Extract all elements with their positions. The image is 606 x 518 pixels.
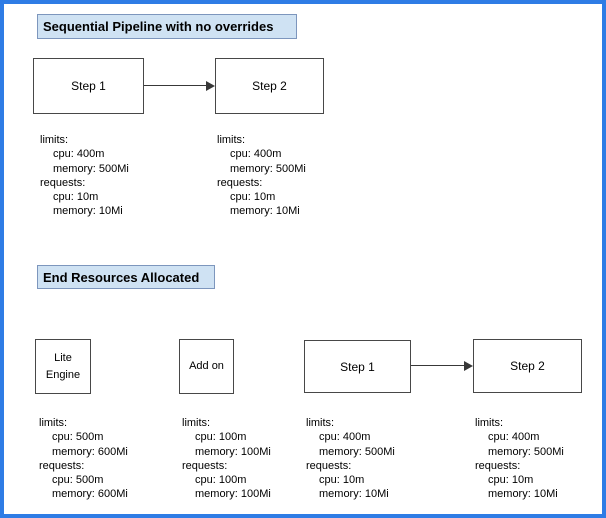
resource-line: requests: (217, 176, 263, 189)
resource-block-add-on: limits: cpu: 100m memory: 100Mi requests… (182, 416, 271, 502)
node-label: Step 1 (340, 359, 375, 374)
node-label: Step 2 (252, 79, 287, 93)
resource-block-step2-top: limits: cpu: 400m memory: 500Mi requests… (217, 133, 306, 219)
resource-block-lite-engine: limits: cpu: 500m memory: 600Mi requests… (39, 416, 128, 502)
resource-block-step2-bottom: limits: cpu: 400m memory: 500Mi requests… (475, 416, 564, 502)
resource-line: requests: (182, 459, 228, 472)
node-step2-top: Step 2 (215, 58, 324, 114)
resource-line: requests: (39, 459, 85, 472)
node-lite-engine: Lite Engine (35, 339, 91, 394)
resource-line: memory: 100Mi (195, 445, 271, 458)
resource-line: memory: 500Mi (319, 445, 395, 458)
section-title-end-resources: End Resources Allocated (37, 265, 215, 289)
resource-line: requests: (475, 459, 521, 472)
connector-step1-step2-top (144, 85, 206, 86)
resource-block-step1-bottom: limits: cpu: 400m memory: 500Mi requests… (306, 416, 395, 502)
resource-line: requests: (40, 176, 86, 189)
resource-line: cpu: 400m (488, 431, 540, 444)
section-title-sequential-pipeline: Sequential Pipeline with no overrides (37, 14, 297, 39)
resource-block-step1-top: limits: cpu: 400m memory: 500Mi requests… (40, 133, 129, 219)
resource-line: cpu: 10m (488, 474, 534, 487)
resource-line: cpu: 100m (195, 474, 247, 487)
node-label: Step 1 (71, 79, 106, 93)
resource-line: cpu: 100m (195, 431, 247, 444)
node-step1-top: Step 1 (33, 58, 144, 114)
resource-line: limits: (306, 417, 335, 429)
resource-line: limits: (40, 134, 69, 146)
resource-line: memory: 10Mi (488, 488, 558, 501)
node-add-on: Add on (179, 339, 234, 394)
resource-line: requests: (306, 459, 352, 472)
node-label: Add on (189, 360, 224, 373)
resource-line: cpu: 10m (319, 474, 365, 487)
resource-line: memory: 600Mi (52, 445, 128, 458)
resource-line: cpu: 10m (53, 191, 99, 204)
resource-line: memory: 100Mi (195, 488, 271, 501)
resource-line: memory: 600Mi (52, 488, 128, 501)
resource-line: cpu: 500m (52, 431, 104, 444)
resource-line: memory: 500Mi (230, 162, 306, 175)
resource-line: limits: (217, 134, 246, 146)
connector-step1-step2-bottom (411, 365, 464, 366)
resource-line: limits: (475, 417, 504, 429)
node-label: Lite Engine (45, 352, 81, 381)
resource-line: limits: (39, 417, 68, 429)
resource-line: cpu: 400m (53, 148, 105, 161)
resource-line: memory: 10Mi (53, 205, 123, 218)
resource-line: cpu: 10m (230, 191, 276, 204)
node-step1-bottom: Step 1 (304, 340, 411, 393)
resource-line: memory: 500Mi (488, 445, 564, 458)
arrowhead-icon (206, 81, 215, 91)
arrowhead-icon (464, 361, 473, 371)
resource-line: memory: 500Mi (53, 162, 129, 175)
resource-line: cpu: 400m (230, 148, 282, 161)
resource-line: memory: 10Mi (319, 488, 389, 501)
resource-line: limits: (182, 417, 211, 429)
node-step2-bottom: Step 2 (473, 339, 582, 393)
node-label: Step 2 (510, 359, 545, 373)
resource-line: cpu: 400m (319, 431, 371, 444)
resource-line: cpu: 500m (52, 474, 104, 487)
resource-line: memory: 10Mi (230, 205, 300, 218)
